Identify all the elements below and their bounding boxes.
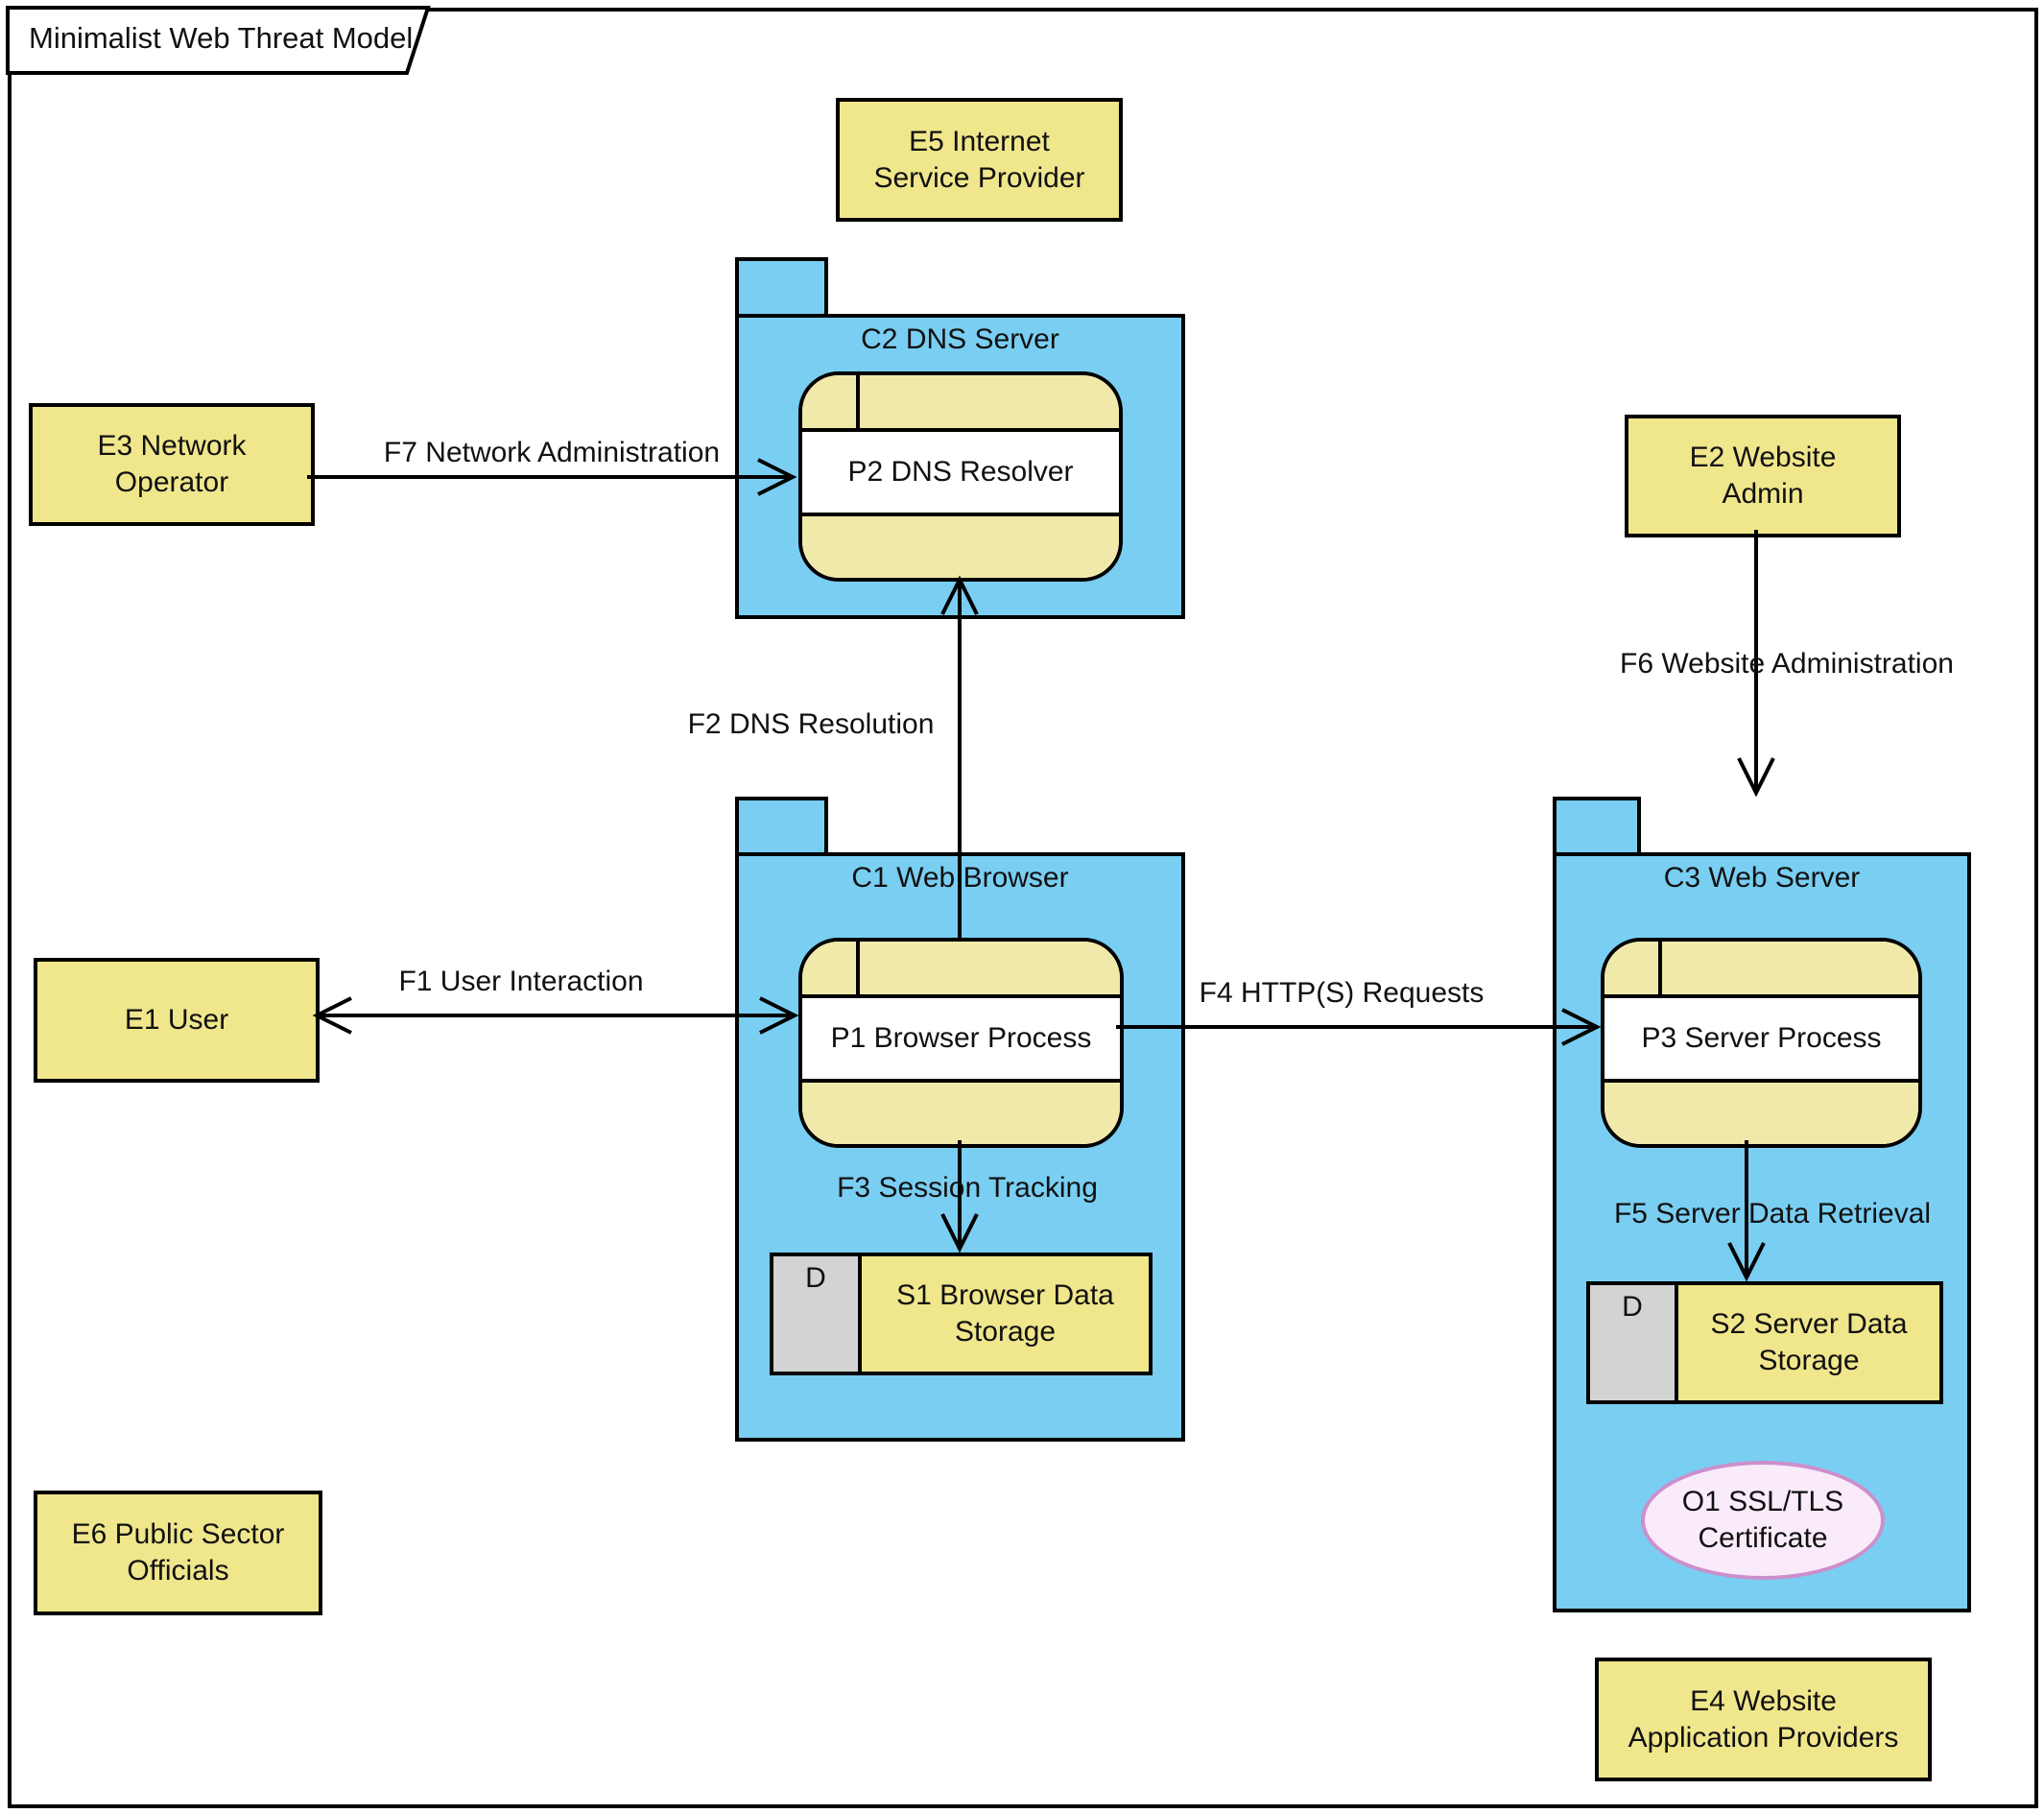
entity-e3-label: E3 Network Operator: [97, 430, 247, 498]
container-c1-title: C1 Web Browser: [851, 862, 1069, 894]
store-s2-type-letter: D: [1622, 1291, 1643, 1323]
flow-f4-label: F4 HTTP(S) Requests: [1199, 977, 1485, 1009]
process-p1-band-divider: [856, 942, 860, 994]
diagram-border: [8, 8, 2038, 1808]
flow-f2-label: F2 DNS Resolution: [687, 708, 935, 740]
entity-e6-public-sector-officials[interactable]: E6 Public Sector Officials: [34, 1491, 322, 1615]
process-p3-bottom-band: [1604, 1083, 1918, 1144]
store-s1-browser-data-storage[interactable]: D S1 Browser Data Storage: [770, 1253, 1153, 1375]
store-s1-type-cell: D: [773, 1256, 862, 1372]
process-p2-label-band: P2 DNS Resolver: [802, 428, 1119, 516]
entity-e1-user[interactable]: E1 User: [34, 958, 320, 1083]
process-p3-server-process[interactable]: P3 Server Process: [1601, 938, 1922, 1148]
process-p1-label-band: P1 Browser Process: [802, 994, 1120, 1083]
process-p3-label-band: P3 Server Process: [1604, 994, 1918, 1083]
entity-e4-label: E4 Website Application Providers: [1628, 1684, 1899, 1754]
process-p2-dns-resolver[interactable]: P2 DNS Resolver: [798, 371, 1123, 582]
store-s2-server-data-storage[interactable]: D S2 Server Data Storage: [1586, 1281, 1943, 1404]
store-s1-label: S1 Browser Data Storage: [896, 1279, 1114, 1348]
process-p2-top-band: [802, 375, 1119, 428]
entity-e1-label: E1 User: [124, 1004, 229, 1036]
entity-e5-label: E5 Internet Service Provider: [873, 125, 1085, 194]
diagram-title: Minimalist Web Threat Model: [29, 21, 414, 55]
entity-e3-network-operator[interactable]: E3 Network Operator: [29, 403, 315, 526]
entity-e2-website-admin[interactable]: E2 Website Admin: [1625, 415, 1901, 537]
process-p2-label: P2 DNS Resolver: [847, 456, 1074, 488]
artifact-o1-label: O1 SSL/TLS Certificate: [1681, 1486, 1844, 1554]
entity-e5-internet-service-provider[interactable]: E5 Internet Service Provider: [836, 98, 1123, 222]
entity-e4-website-application-providers[interactable]: E4 Website Application Providers: [1595, 1658, 1932, 1781]
flow-f6-label: F6 Website Administration: [1620, 648, 1954, 680]
store-s2-label: S2 Server Data Storage: [1710, 1308, 1908, 1376]
process-p3-top-band: [1604, 942, 1918, 994]
container-c2-title: C2 DNS Server: [861, 323, 1059, 355]
container-c3-title: C3 Web Server: [1663, 862, 1861, 894]
process-p3-label: P3 Server Process: [1641, 1022, 1882, 1054]
process-p1-top-band: [802, 942, 1120, 994]
flow-f1-label: F1 User Interaction: [398, 966, 644, 997]
artifact-o1-ssl-tls-certificate[interactable]: O1 SSL/TLS Certificate: [1641, 1461, 1885, 1580]
store-s1-type-letter: D: [805, 1262, 826, 1294]
container-c3-tab[interactable]: [1553, 797, 1641, 863]
store-s2-type-cell: D: [1590, 1285, 1678, 1400]
process-p2-band-divider: [856, 375, 860, 428]
process-p3-band-divider: [1658, 942, 1662, 994]
entity-e2-label: E2 Website Admin: [1689, 442, 1837, 510]
process-p1-label: P1 Browser Process: [830, 1022, 1092, 1054]
flow-f5-label: F5 Server Data Retrieval: [1613, 1198, 1932, 1229]
process-p1-browser-process[interactable]: P1 Browser Process: [798, 938, 1124, 1148]
container-c1-tab[interactable]: [735, 797, 828, 863]
flow-f7-label: F7 Network Administration: [383, 437, 721, 468]
process-p1-bottom-band: [802, 1083, 1120, 1144]
process-p2-bottom-band: [802, 516, 1119, 578]
flow-f3-label: F3 Session Tracking: [837, 1172, 1098, 1204]
entity-e6-label: E6 Public Sector Officials: [71, 1518, 285, 1587]
